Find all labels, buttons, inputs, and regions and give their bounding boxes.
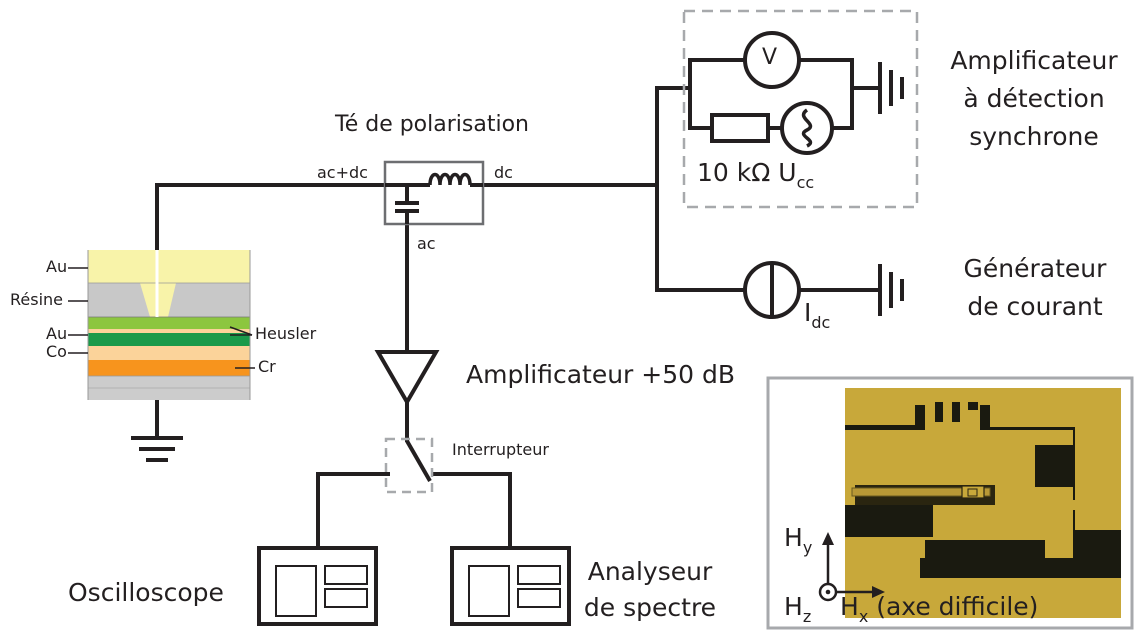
wire-switch-left: [316, 472, 390, 550]
layer-label-cr: Cr: [258, 357, 276, 376]
axis-hy-sub: y: [802, 538, 813, 557]
lockin-title-line: synchrone: [969, 122, 1099, 151]
oscilloscope-icon: [257, 546, 378, 626]
axis-hy-label: Hy: [784, 523, 812, 557]
axes-icon: [818, 532, 885, 602]
layer-label-au-top: Au: [46, 257, 68, 276]
resistor-value: 10 kΩ: [697, 158, 771, 187]
spectrum-analyzer-icon: [450, 546, 571, 626]
lockin-title-line: Amplificateur: [950, 46, 1118, 75]
axis-hx-label: Hx (axe difficile): [840, 592, 1039, 626]
inductor-icon: [428, 172, 472, 186]
ac-source-icon: [780, 101, 834, 155]
switch-box: [384, 437, 434, 494]
bias-tee-box: [383, 160, 485, 226]
current-gen-title-line: Générateur: [963, 254, 1107, 283]
switch-label: Interrupteur: [452, 440, 549, 459]
current-gen-title: Générateur de courant: [940, 250, 1130, 326]
current-symbol-main: I: [804, 298, 812, 327]
axis-hz-main: H: [784, 592, 803, 621]
wire-source-to-ground: [830, 86, 854, 130]
voltmeter-symbol: V: [762, 45, 778, 70]
switch-icon: [405, 440, 432, 482]
device-photo: [845, 388, 1121, 618]
axis-hx-sub: x: [858, 607, 869, 626]
current-symbol: Idc: [804, 298, 830, 332]
capacitor-icon: [395, 185, 419, 224]
lockin-box: [682, 9, 919, 209]
source-label: U: [778, 158, 797, 187]
current-gen-title-line: de courant: [967, 292, 1103, 321]
wire-to-voltmeter: [655, 58, 747, 90]
spectrum-label: Analyseur de spectre: [575, 554, 725, 626]
port-ac-label: ac: [417, 234, 436, 253]
resistor-icon: [710, 113, 770, 143]
amplifier-icon: [374, 350, 440, 406]
bias-tee-title: Té de polarisation: [335, 112, 529, 137]
layer-label-au: Au: [46, 324, 68, 343]
axis-hz-label: Hz: [784, 592, 811, 626]
sample-stack: [87, 250, 251, 400]
wire-switch-right: [432, 472, 512, 550]
wire-sample-to-tee: [155, 183, 387, 252]
layer-label-heusler: Heusler: [255, 324, 317, 343]
ground-icon-current: [878, 264, 904, 316]
spectrum-label-line: de spectre: [583, 593, 717, 622]
axis-hx-note: (axe difficile): [868, 592, 1039, 621]
voltmeter-icon: [743, 31, 801, 89]
port-dc-label: dc: [494, 163, 513, 182]
oscilloscope-label: Oscilloscope: [68, 578, 224, 607]
layer-label-co: Co: [46, 342, 67, 361]
amplifier-label: Amplificateur +50 dB: [466, 360, 736, 389]
source-sub: cc: [796, 173, 815, 192]
ground-icon-lockin: [878, 62, 904, 114]
lockin-title-line: à détection: [963, 84, 1105, 113]
layer-label-resine: Résine: [10, 290, 64, 309]
lockin-values: 10 kΩ Ucc: [697, 158, 814, 192]
port-acdc-label: ac+dc: [317, 163, 368, 182]
wire-voltmeter-to-ground: [798, 58, 880, 90]
spectrum-label-line: Analyseur: [587, 557, 713, 586]
current-symbol-sub: dc: [811, 313, 831, 332]
lockin-title: Amplificateur à détection synchrone: [930, 42, 1138, 156]
axis-hy-main: H: [784, 523, 803, 552]
wire-to-resistor: [688, 86, 714, 130]
axis-hz-sub: z: [802, 607, 812, 626]
ground-icon-sample: [131, 436, 183, 462]
axis-hx-main: H: [840, 592, 859, 621]
